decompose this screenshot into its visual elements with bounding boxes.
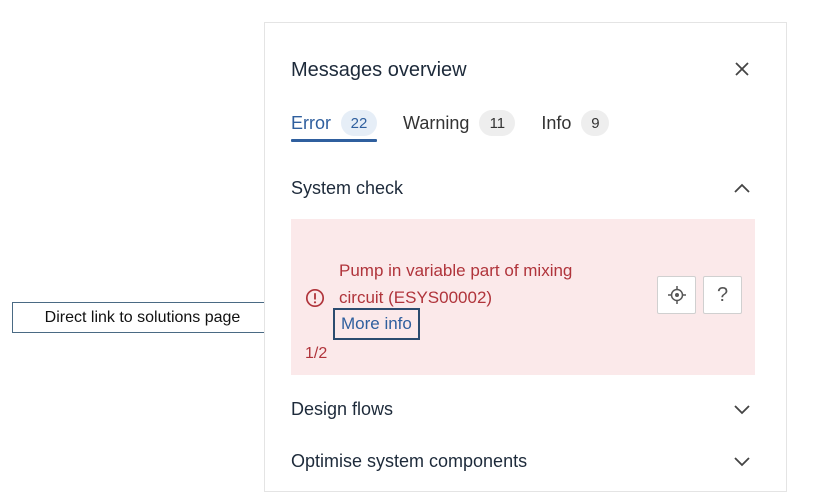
panel-title: Messages overview (291, 59, 467, 81)
tab-info-count: 9 (581, 110, 610, 136)
tab-error-count: 22 (341, 110, 377, 136)
message-tabs: Error 22 Warning 11 Info 9 (291, 108, 635, 142)
close-button[interactable] (732, 59, 752, 79)
tab-warning[interactable]: Warning 11 (403, 108, 516, 138)
crosshair-icon (667, 286, 686, 304)
chevron-down-icon (734, 405, 750, 415)
tab-info[interactable]: Info 9 (541, 108, 610, 138)
error-alert-icon (305, 288, 325, 308)
annotation-callout-text: Direct link to solutions page (44, 308, 241, 326)
tab-warning-count: 11 (479, 110, 516, 136)
section-system-check-header[interactable]: System check (291, 173, 752, 203)
error-message-text: Pump in variable part of mixing circuit … (339, 261, 573, 307)
tab-info-label: Info (541, 112, 572, 133)
tab-error-label: Error (291, 112, 331, 133)
locate-button[interactable] (657, 276, 696, 314)
chevron-down-icon (734, 457, 750, 467)
section-design-flows-header[interactable]: Design flows (291, 394, 752, 424)
section-design-flows-title: Design flows (291, 398, 394, 419)
error-message-card: Pump in variable part of mixing circuit … (291, 219, 755, 375)
annotation-callout: Direct link to solutions page (12, 302, 273, 333)
messages-panel: Messages overview Error 22 Warning 11 In… (264, 22, 787, 492)
help-icon: ? (716, 283, 729, 306)
tab-error[interactable]: Error 22 (291, 108, 377, 142)
chevron-up-icon (734, 183, 750, 193)
tab-warning-label: Warning (403, 112, 470, 133)
section-optimise-components-title: Optimise system components (291, 450, 528, 471)
help-button[interactable]: ? (703, 276, 742, 314)
more-info-link[interactable]: More info (333, 308, 420, 340)
close-icon (735, 62, 749, 76)
message-pager: 1/2 (305, 345, 328, 362)
section-system-check-title: System check (291, 177, 404, 198)
section-optimise-components-header[interactable]: Optimise system components (291, 446, 752, 476)
